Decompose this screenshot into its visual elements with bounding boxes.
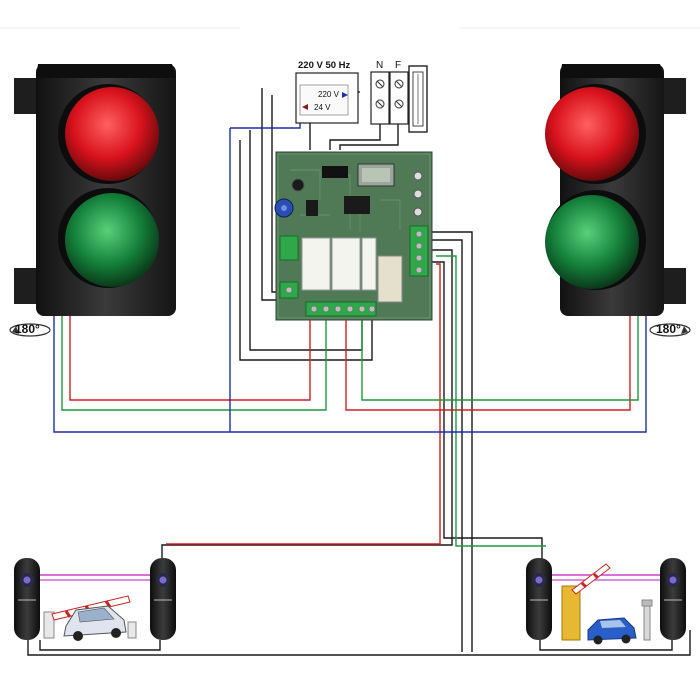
- rotation-icon-left: [9, 323, 51, 337]
- red-lamp: [65, 87, 159, 181]
- green-lamp: [65, 193, 159, 287]
- car-right: [587, 617, 637, 645]
- transformer: 220 V 24 V: [295, 72, 359, 124]
- photocell-right-1: [526, 558, 552, 640]
- neutral-terminal: [370, 71, 390, 125]
- barrier-right: [561, 563, 611, 641]
- bollard-right: [641, 599, 653, 641]
- traffic-light-right: [545, 64, 686, 316]
- photocell-right-2: [660, 558, 686, 640]
- photocell-beam-right: [540, 574, 672, 581]
- wires-green: [61, 255, 639, 547]
- green-lamp: [545, 195, 639, 289]
- phase-terminal: [389, 71, 409, 125]
- red-lamp: [545, 87, 639, 181]
- traffic-light-left: [14, 64, 176, 316]
- photocell-left-2: [150, 558, 176, 640]
- control-board: [274, 151, 433, 321]
- wires-red: [69, 263, 631, 545]
- transformer-primary-label: 220 V: [318, 90, 340, 99]
- phase-label: F: [395, 60, 401, 71]
- photocell-beam-left: [30, 574, 160, 581]
- car-left: [63, 605, 127, 641]
- rotation-label-right: 180°: [656, 322, 681, 336]
- photocell-left-1: [14, 558, 40, 640]
- transformer-secondary-label: 24 V: [314, 103, 331, 112]
- supply-voltage-label: 220 V 50 Hz: [298, 60, 351, 71]
- rotation-icon-right: [649, 323, 691, 337]
- rotation-label-left: 180°: [15, 322, 40, 336]
- fuse-holder: [408, 65, 428, 133]
- neutral-label: N: [376, 60, 383, 71]
- wires-black: [27, 88, 691, 656]
